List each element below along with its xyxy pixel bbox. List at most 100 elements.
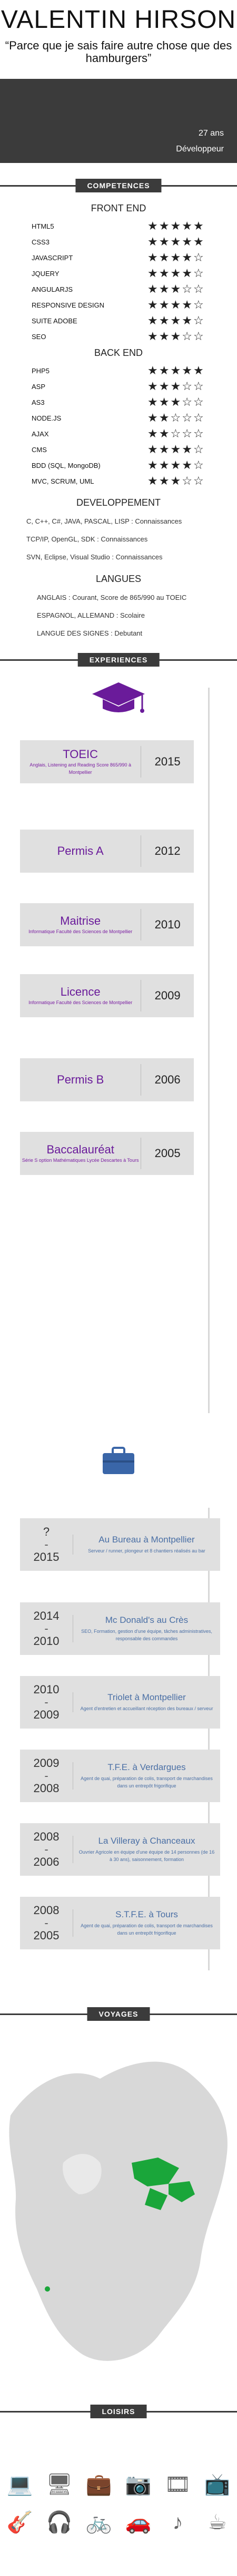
work-title: Triolet à Montpellier <box>107 1692 186 1702</box>
star-filled-icon: ★ <box>182 219 192 232</box>
work-years: 2009-2008 <box>20 1757 73 1795</box>
work-year-to: 2009 <box>33 1708 60 1721</box>
star-empty-icon: ☆ <box>193 330 204 343</box>
star-rating: ★★★★☆ <box>147 315 204 326</box>
star-filled-icon: ★ <box>159 458 170 472</box>
star-filled-icon: ★ <box>147 427 158 440</box>
profile-band: 27 ans Développeur <box>0 79 237 163</box>
dev-item: C, C++, C#, JAVA, PASCAL, LISP : Connais… <box>26 517 182 525</box>
work-year-from: 2014 <box>33 1609 60 1622</box>
skill-row: SEO★★★☆☆ <box>0 329 237 344</box>
name-title: VALENTIN HIRSON <box>1 6 236 34</box>
star-filled-icon: ★ <box>170 235 181 248</box>
star-filled-icon: ★ <box>147 474 158 487</box>
work-title: Mc Donald's au Crès <box>105 1615 189 1625</box>
year-separator: - <box>44 1622 48 1635</box>
star-filled-icon: ★ <box>159 219 170 232</box>
star-rating: ★★★☆☆ <box>147 331 204 342</box>
star-filled-icon: ★ <box>147 330 158 343</box>
skill-row: ASP★★★☆☆ <box>0 379 237 394</box>
star-empty-icon: ☆ <box>193 314 204 327</box>
star-empty-icon: ☆ <box>182 330 192 343</box>
work-year-from: 2010 <box>33 1683 60 1696</box>
star-filled-icon: ★ <box>159 298 170 311</box>
work-title: Au Bureau à Montpellier <box>98 1535 195 1545</box>
work-years: 2008-2006 <box>20 1831 73 1868</box>
star-filled-icon: ★ <box>170 380 181 393</box>
education-year: 2005 <box>141 1138 194 1169</box>
lang-title: LANGUES <box>95 574 142 584</box>
star-filled-icon: ★ <box>159 474 170 487</box>
music-icon: ♪ <box>172 2511 183 2534</box>
star-filled-icon: ★ <box>159 443 170 456</box>
education-title: Baccalauréat <box>46 1143 114 1156</box>
experiences-ribbon: EXPERIENCES <box>0 653 237 667</box>
dev-title: DEVELOPPEMENT <box>76 497 161 508</box>
star-rating: ★★★☆☆ <box>147 381 204 392</box>
education-info: Permis B <box>20 1073 141 1087</box>
star-rating: ★★★☆☆ <box>147 396 204 408</box>
star-filled-icon: ★ <box>147 267 158 280</box>
star-empty-icon: ☆ <box>170 427 181 440</box>
star-filled-icon: ★ <box>170 314 181 327</box>
star-empty-icon: ☆ <box>182 282 192 295</box>
skill-row: AJAX★★☆☆☆ <box>0 426 237 442</box>
lang-item: ESPAGNOL, ALLEMAND : Scolaire <box>37 611 145 619</box>
visited-country <box>132 2158 179 2186</box>
star-filled-icon: ★ <box>170 395 181 408</box>
star-filled-icon: ★ <box>147 411 158 424</box>
star-rating: ★★★☆☆ <box>147 475 204 487</box>
star-filled-icon: ★ <box>182 235 192 248</box>
skill-row: ANGULARJS★★★☆☆ <box>0 281 237 297</box>
skills-title: COMPETENCES <box>75 179 162 192</box>
lang-item: ANGLAIS : Courant, Score de 865/990 au T… <box>37 594 187 601</box>
star-empty-icon: ☆ <box>193 395 204 408</box>
education-year: 2006 <box>141 1064 194 1096</box>
education-detail: Informatique Faculté des Sciences de Mon… <box>28 929 133 934</box>
skill-label: RESPONSIVE DESIGN <box>32 301 104 309</box>
star-empty-icon: ☆ <box>193 427 204 440</box>
star-empty-icon: ☆ <box>182 427 192 440</box>
year-separator: - <box>44 1695 48 1709</box>
hobbies: 💻🖥💼📷🎞📺🎸🎧🚲🚗♪☕ <box>0 2429 237 2534</box>
age-text: 27 ans <box>198 129 224 138</box>
work-timeline-line <box>208 1508 210 1970</box>
dev-list: C, C++, C#, JAVA, PASCAL, LISP : Connais… <box>0 513 237 566</box>
visited-point <box>45 2286 50 2292</box>
lang-item: LANGUE DES SIGNES : Debutant <box>37 629 143 637</box>
star-filled-icon: ★ <box>159 267 170 280</box>
star-filled-icon: ★ <box>159 411 170 424</box>
education-title: TOEIC <box>63 748 98 761</box>
star-filled-icon: ★ <box>159 314 170 327</box>
star-filled-icon: ★ <box>170 364 181 377</box>
star-filled-icon: ★ <box>159 251 170 264</box>
work-year-to: 2005 <box>33 1929 60 1942</box>
star-filled-icon: ★ <box>147 443 158 456</box>
star-rating: ★★★★☆ <box>147 459 204 471</box>
star-filled-icon: ★ <box>170 251 181 264</box>
education-title: Permis A <box>57 844 104 857</box>
year-separator: - <box>44 1538 48 1551</box>
star-filled-icon: ★ <box>170 458 181 472</box>
skill-label: JQUERY <box>32 269 60 278</box>
work-years: 2010-2009 <box>20 1683 73 1721</box>
star-rating: ★★★☆☆ <box>147 283 204 295</box>
camera-icon: 📷 <box>125 2473 152 2496</box>
education-year: 2009 <box>141 980 194 1011</box>
work-year-to: 2008 <box>33 1782 60 1795</box>
star-filled-icon: ★ <box>170 474 181 487</box>
travel-map <box>0 2031 237 2389</box>
star-filled-icon: ★ <box>147 298 158 311</box>
work-description: SEO, Formation, gestion d'une équipe, tâ… <box>81 1629 212 1641</box>
star-empty-icon: ☆ <box>193 411 204 424</box>
star-filled-icon: ★ <box>170 219 181 232</box>
hobbies-title: LOISIRS <box>90 2405 147 2418</box>
star-filled-icon: ★ <box>159 395 170 408</box>
